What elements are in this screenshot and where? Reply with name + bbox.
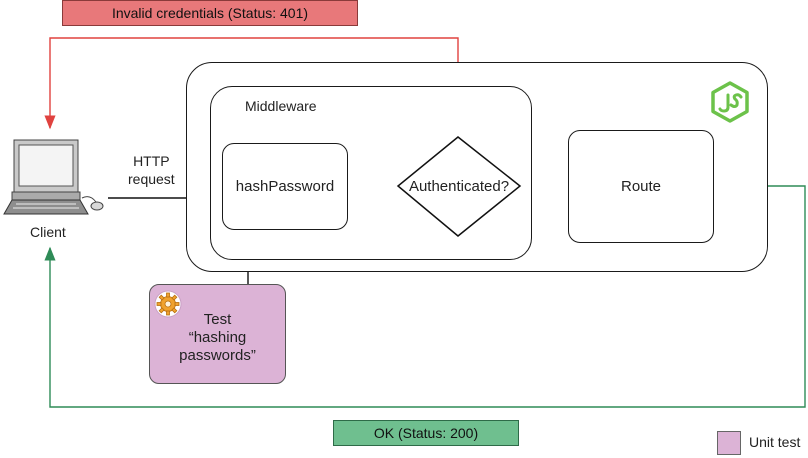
hash-password-box: hashPassword	[222, 143, 348, 230]
computer-icon	[3, 139, 104, 215]
unit-test-text: Test “hashing passwords”	[179, 303, 256, 365]
authenticated-decision	[396, 136, 522, 237]
client-label: Client	[30, 224, 66, 240]
hash-password-label: hashPassword	[235, 178, 335, 195]
decision-label: Authenticated?	[408, 177, 510, 195]
legend-unit-test-label: Unit test	[749, 434, 801, 450]
legend-unit-test-swatch	[717, 431, 741, 455]
middleware-title: Middleware	[245, 98, 317, 114]
test-line1: Test	[203, 311, 232, 328]
error-status-text: Invalid credentials (Status: 401)	[111, 5, 309, 21]
http-request-label: HTTP request	[128, 152, 175, 188]
route-box: Route	[568, 130, 714, 243]
http-request-line2: request	[128, 171, 175, 187]
ok-status-text: OK (Status: 200)	[373, 425, 479, 441]
ok-status-banner: OK (Status: 200)	[333, 420, 519, 446]
error-status-banner: Invalid credentials (Status: 401)	[62, 0, 358, 26]
success-connector	[44, 185, 806, 408]
route-label: Route	[620, 178, 662, 195]
test-line3: passwords”	[179, 347, 256, 364]
http-request-line1: HTTP	[133, 153, 170, 169]
gear-icon	[154, 290, 182, 318]
test-line2: “hashing	[188, 329, 247, 346]
nodejs-logo-icon	[711, 81, 749, 123]
